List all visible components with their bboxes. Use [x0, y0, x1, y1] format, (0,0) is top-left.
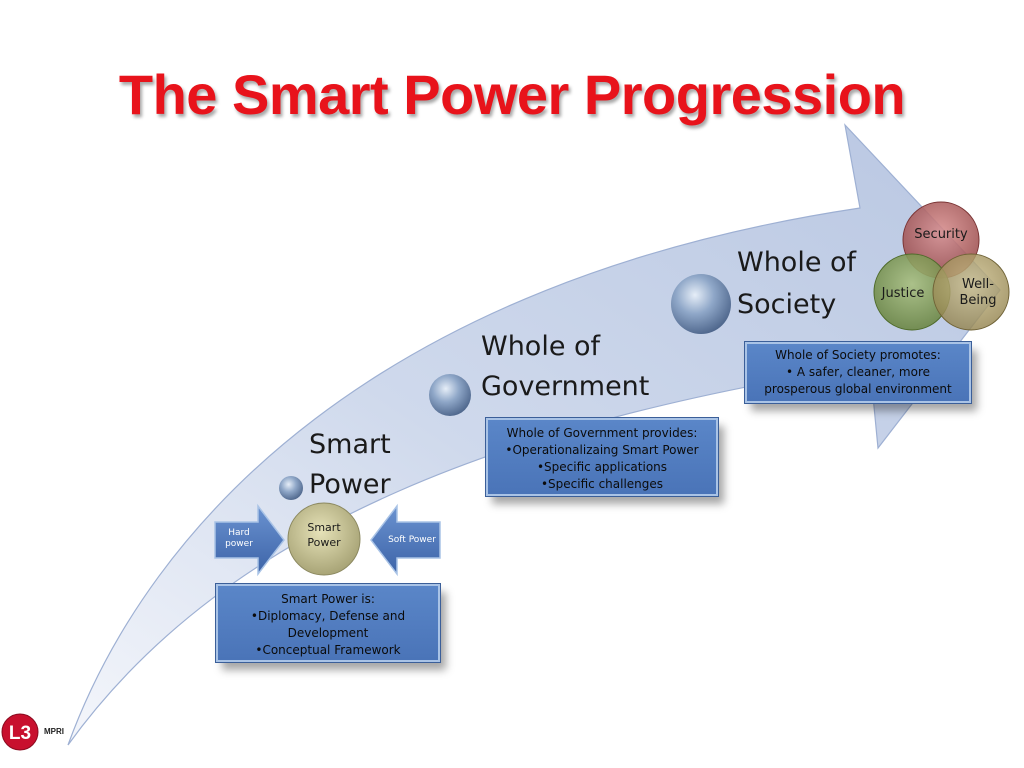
well-being-label: Well-Being — [959, 277, 997, 308]
hard-power-label: Hard power — [225, 528, 253, 549]
stage-label-line: Smart — [309, 429, 391, 460]
stage-label-smart-power: Smart Power — [309, 425, 391, 505]
stage-label-line: Whole of — [737, 247, 857, 278]
smart-power-infobox: Smart Power is: •Diplomacy, Defense and … — [215, 583, 441, 663]
well-being-circle — [932, 253, 1010, 331]
infobox-line: •Operationalizaing Smart Power — [505, 443, 699, 457]
infobox-line: •Specific applications — [536, 460, 668, 474]
soft-power-pointer — [370, 503, 441, 577]
stage-label-whole-of-society: Whole of Society — [737, 242, 856, 326]
society-infobox: Whole of Society promotes: • A safer, cl… — [744, 341, 972, 404]
stage-marker-smart-power — [279, 476, 303, 500]
smart-power-hub — [287, 502, 361, 576]
mpri-logo-text: MPRI — [44, 727, 64, 736]
stage-label-whole-of-government: Whole of Government — [481, 327, 649, 407]
justice-label: Justice — [881, 286, 925, 301]
smart-power-hub-label: Smart Power — [307, 521, 341, 549]
infobox-heading: Whole of Society promotes: — [775, 348, 941, 362]
infobox-line: • A safer, cleaner, more prosperous glob… — [764, 365, 952, 396]
stage-label-line: Whole of — [481, 331, 601, 362]
stage-marker-government — [429, 374, 471, 416]
infobox-heading: Smart Power is: — [281, 592, 375, 606]
soft-power-label: Soft Power — [388, 535, 436, 545]
logo-mark: L3 — [9, 723, 31, 744]
infobox-line: •Diplomacy, Defense and Development — [250, 609, 406, 640]
slide-title: The Smart Power Progression — [118, 63, 906, 126]
stage-label-line: Society — [737, 289, 837, 320]
security-label: Security — [914, 227, 968, 242]
stage-label-line: Power — [309, 469, 391, 500]
l3-logo-icon: L3 — [1, 713, 39, 751]
infobox-heading: Whole of Government provides: — [506, 426, 698, 440]
infobox-line: •Specific challenges — [540, 477, 664, 491]
infobox-line: •Conceptual Framework — [255, 643, 401, 657]
stage-label-line: Government — [481, 371, 650, 402]
government-infobox: Whole of Government provides: •Operation… — [485, 417, 719, 497]
stage-marker-society — [671, 274, 731, 334]
hard-power-pointer — [214, 503, 285, 577]
